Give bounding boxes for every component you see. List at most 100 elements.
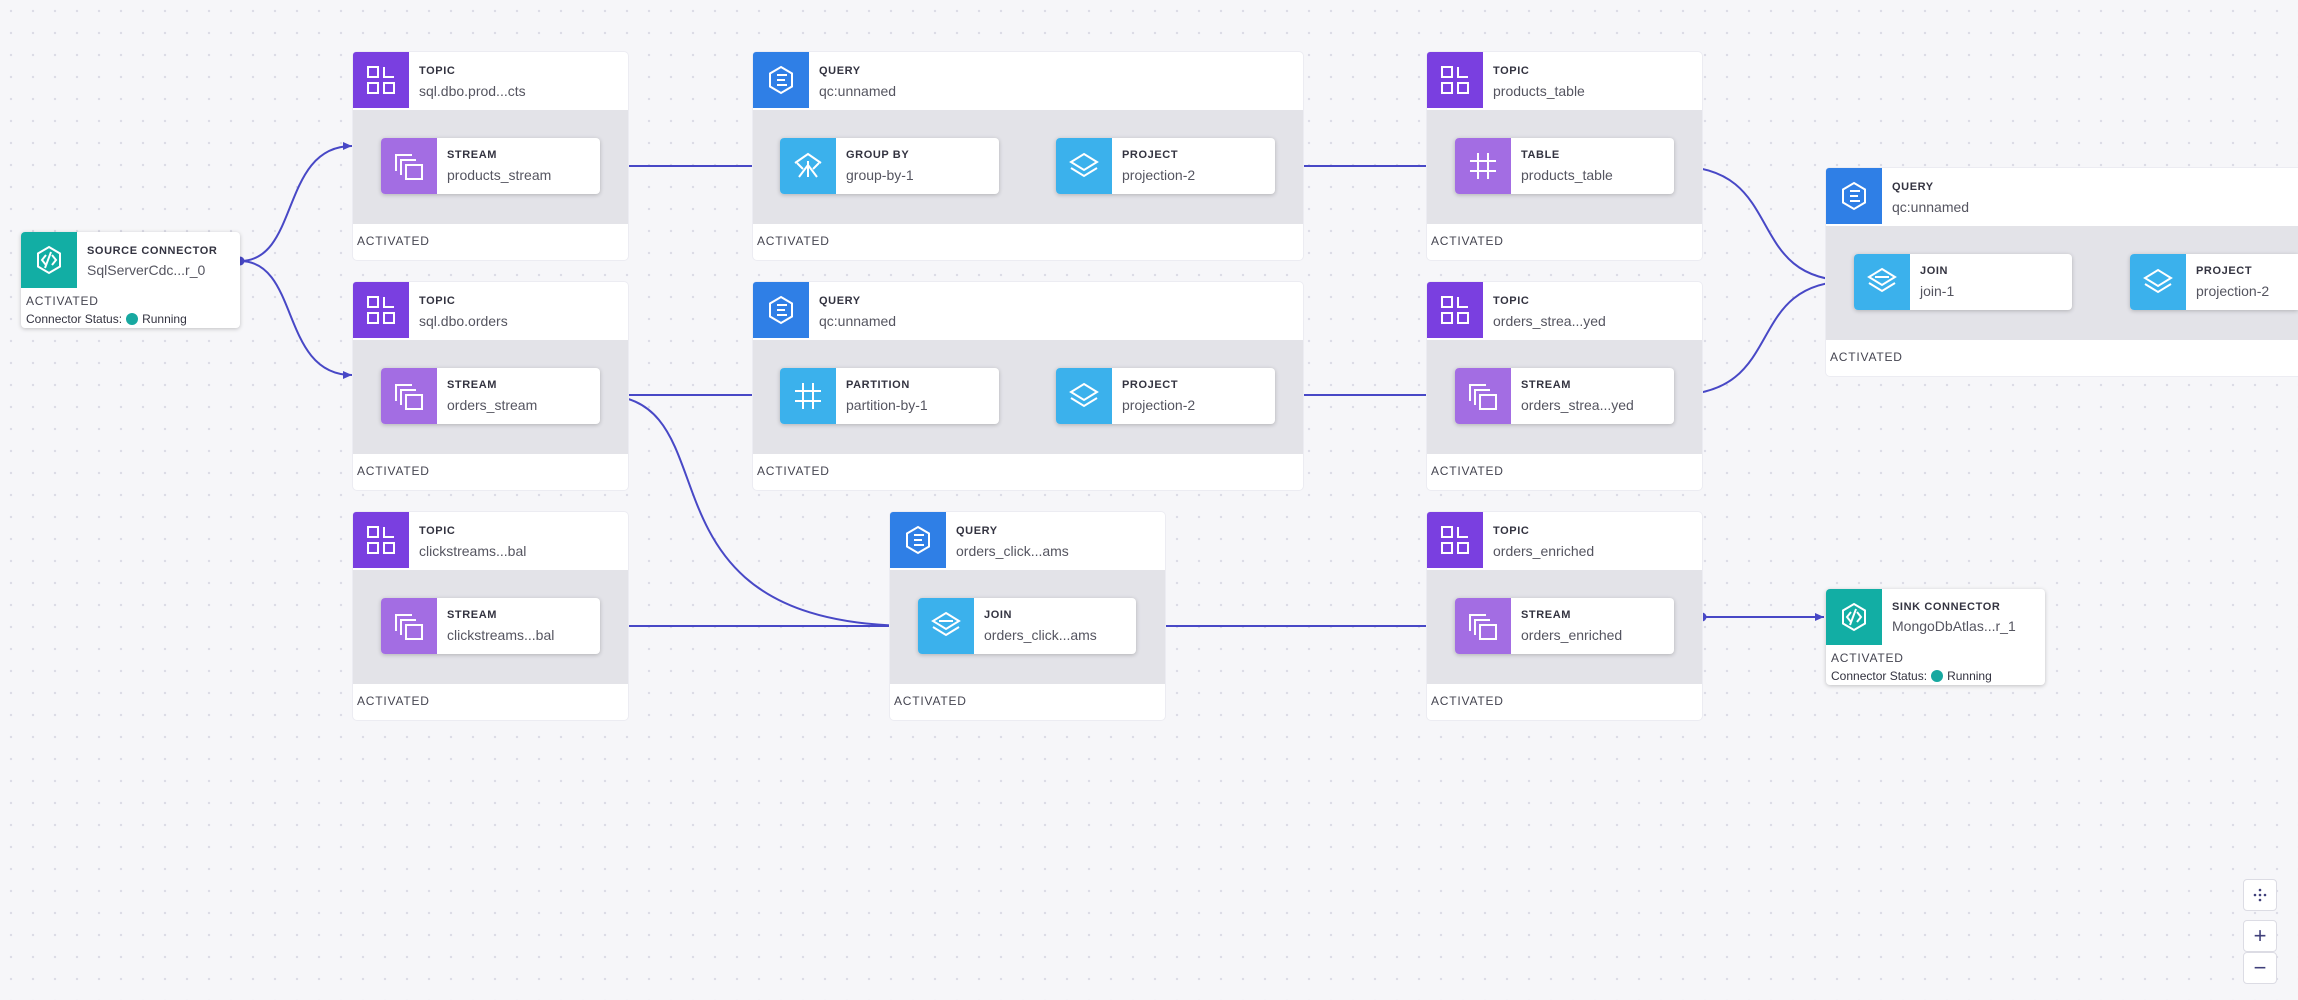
topic-group-products[interactable]: TOPIC sql.dbo.prod...cts STREAM products… — [353, 52, 628, 260]
status-label: ACTIVATED — [1431, 464, 1504, 478]
connector-icon — [21, 232, 77, 288]
status-label: ACTIVATED — [357, 694, 430, 708]
query-icon — [1826, 168, 1882, 224]
status-label: ACTIVATED — [1830, 350, 1903, 364]
table-node[interactable]: TABLE products_table — [1455, 138, 1674, 194]
connector-status-label: Connector Status: — [1831, 669, 1928, 683]
topic-group-clickstreams[interactable]: TOPIC clickstreams...bal STREAM clickstr… — [353, 512, 628, 720]
topic-group-orders-enriched[interactable]: TOPIC orders_enriched STREAM orders_enri… — [1427, 512, 1702, 720]
node-kind: JOIN — [984, 609, 1013, 621]
group-name: products_table — [1493, 83, 1585, 99]
join-icon — [918, 598, 974, 654]
hash-icon — [780, 368, 836, 424]
stream-node[interactable]: STREAM orders_enriched — [1455, 598, 1674, 654]
topic-icon — [353, 52, 409, 108]
node-name: MongoDbAtlas...r_1 — [1892, 618, 2016, 634]
node-name: products_stream — [447, 167, 552, 183]
running-dot-icon — [1931, 670, 1944, 682]
zoom-out-button[interactable]: − — [2243, 952, 2277, 984]
status-label: ACTIVATED — [26, 294, 99, 308]
connector-status: Connector Status:Running — [26, 312, 187, 326]
query-icon — [890, 512, 946, 568]
node-name: orders_click...ams — [984, 627, 1097, 643]
stream-node[interactable]: STREAM orders_strea...yed — [1455, 368, 1674, 424]
query-icon — [753, 52, 809, 108]
node-name: projection-2 — [1122, 397, 1196, 413]
stream-node[interactable]: STREAM orders_stream — [381, 368, 600, 424]
node-kind: TABLE — [1521, 149, 1560, 161]
topic-group-orders[interactable]: TOPIC sql.dbo.orders STREAM orders_strea… — [353, 282, 628, 490]
node-kind: PROJECT — [2196, 265, 2253, 277]
node-name: products_table — [1521, 167, 1613, 183]
query-group-4[interactable]: QUERY qc:unnamed JOIN join-1 PROJECT pro… — [1826, 168, 2298, 376]
group-name: qc:unnamed — [819, 83, 897, 99]
status-label: ACTIVATED — [894, 694, 967, 708]
node-name: partition-by-1 — [846, 397, 928, 413]
fit-view-button[interactable] — [2243, 879, 2277, 911]
project-node[interactable]: PROJECT projection-2 — [1056, 368, 1275, 424]
stream-icon — [381, 368, 437, 424]
node-name: join-1 — [1920, 283, 1955, 299]
node-kind: STREAM — [1521, 379, 1572, 391]
query-group-3[interactable]: QUERY orders_click...ams JOIN orders_cli… — [890, 512, 1165, 720]
node-name: clickstreams...bal — [447, 627, 555, 643]
table-hash-icon — [1455, 138, 1511, 194]
status-label: ACTIVATED — [357, 234, 430, 248]
connector-icon — [1826, 589, 1882, 645]
topic-icon — [353, 282, 409, 338]
group-by-node[interactable]: GROUP BY group-by-1 — [780, 138, 999, 194]
node-name: orders_strea...yed — [1521, 397, 1634, 413]
group-name: qc:unnamed — [819, 313, 897, 329]
stream-icon — [1455, 598, 1511, 654]
group-name: sql.dbo.prod...cts — [419, 83, 526, 99]
query-icon — [753, 282, 809, 338]
group-kind: QUERY — [1892, 181, 1934, 193]
node-kind: SOURCE CONNECTOR — [87, 245, 218, 257]
group-kind: QUERY — [819, 295, 861, 307]
node-kind: PROJECT — [1122, 379, 1179, 391]
group-name: sql.dbo.orders — [419, 313, 508, 329]
node-name: orders_stream — [447, 397, 538, 413]
project-node[interactable]: PROJECT projection-2 — [1056, 138, 1275, 194]
group-by-icon — [780, 138, 836, 194]
partition-node[interactable]: PARTITION partition-by-1 — [780, 368, 999, 424]
node-kind: GROUP BY — [846, 149, 910, 161]
stream-icon — [1455, 368, 1511, 424]
connector-status: Connector Status: Running — [1831, 669, 1992, 683]
status-label: ACTIVATED — [757, 464, 830, 478]
node-kind: PARTITION — [846, 379, 910, 391]
stream-node[interactable]: STREAM clickstreams...bal — [381, 598, 600, 654]
group-name: orders_click...ams — [956, 543, 1069, 559]
project-node[interactable]: PROJECT projection-2 — [2130, 254, 2298, 310]
topic-icon — [1427, 512, 1483, 568]
connector-status-value: Running — [1947, 669, 1992, 683]
join-node[interactable]: JOIN join-1 — [1854, 254, 2072, 310]
group-kind: TOPIC — [1493, 295, 1530, 307]
query-group-1[interactable]: QUERY qc:unnamed GROUP BY group-by-1 PRO… — [753, 52, 1303, 260]
connector-status-value: Running — [142, 312, 187, 326]
zoom-in-button[interactable]: + — [2243, 920, 2277, 952]
topic-group-products-table[interactable]: TOPIC products_table TABLE products_tabl… — [1427, 52, 1702, 260]
node-kind: STREAM — [447, 609, 498, 621]
stream-node[interactable]: STREAM products_stream — [381, 138, 600, 194]
layers-icon — [1056, 368, 1112, 424]
group-name: clickstreams...bal — [419, 543, 527, 559]
node-kind: STREAM — [1521, 609, 1572, 621]
node-kind: PROJECT — [1122, 149, 1179, 161]
group-kind: TOPIC — [419, 65, 456, 77]
topic-icon — [353, 512, 409, 568]
join-node[interactable]: JOIN orders_click...ams — [918, 598, 1136, 654]
status-label: ACTIVATED — [1831, 651, 1904, 665]
fit-view-icon — [2253, 888, 2267, 902]
source-connector-card[interactable]: SOURCE CONNECTOR SqlServerCdc...r_0 ACTI… — [21, 232, 240, 328]
group-kind: TOPIC — [419, 295, 456, 307]
group-name: qc:unnamed — [1892, 199, 1970, 215]
topic-group-orders-repartitioned[interactable]: TOPIC orders_strea...yed STREAM orders_s… — [1427, 282, 1702, 490]
status-label: ACTIVATED — [1431, 694, 1504, 708]
edge-source-products — [239, 142, 353, 262]
group-kind: TOPIC — [419, 525, 456, 537]
query-group-2[interactable]: QUERY qc:unnamed PARTITION partition-by-… — [753, 282, 1303, 490]
sink-connector-card[interactable]: SINK CONNECTOR MongoDbAtlas...r_1 ACTIVA… — [1826, 589, 2045, 685]
topic-icon — [1427, 52, 1483, 108]
join-icon — [1854, 254, 1910, 310]
